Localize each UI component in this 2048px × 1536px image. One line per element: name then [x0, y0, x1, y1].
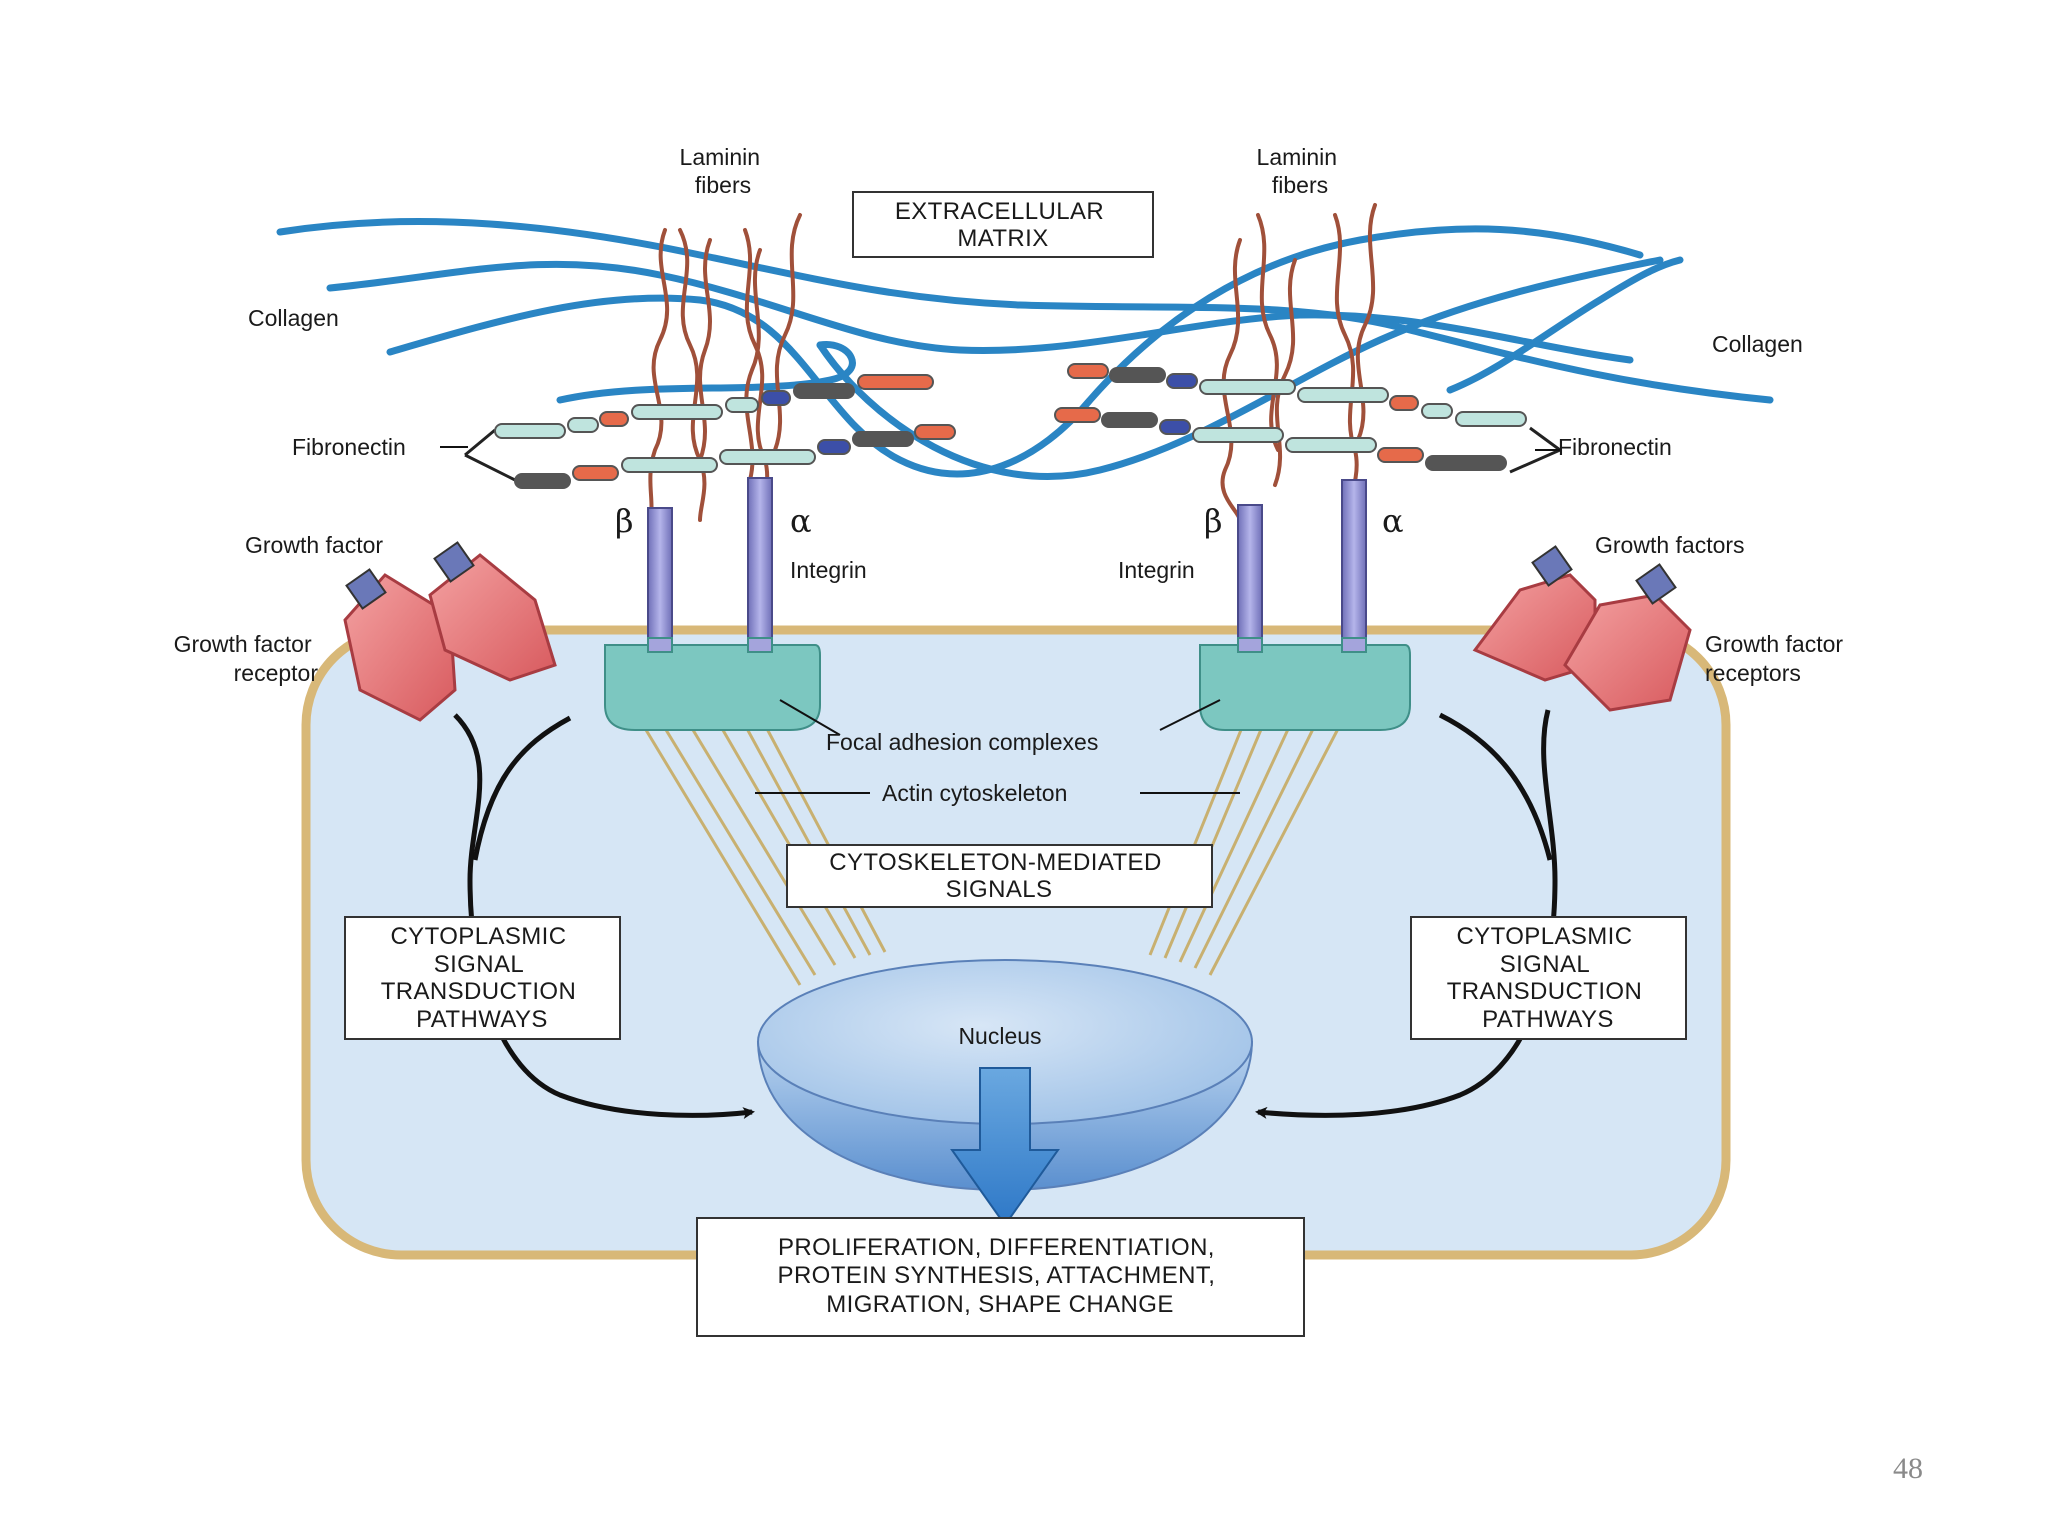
fibronectin-label-left: Fibronectin [292, 434, 406, 460]
collagen-label-right: Collagen [1712, 331, 1803, 357]
fibronectin-label-right: Fibronectin [1558, 434, 1672, 460]
alpha-label-right: α [1382, 502, 1404, 540]
growth-factor-left [345, 541, 475, 610]
cytoskeleton-signals-label: CYTOSKELETON-MEDIATED SIGNALS [829, 849, 1169, 903]
collagen-fibers [276, 218, 1774, 480]
laminin-label-right: Laminin fibers [1257, 144, 1344, 198]
growth-factor-receptor-right [1472, 573, 1692, 712]
focal-adhesion-left [604, 644, 821, 731]
actin-label: Actin cytoskeleton [882, 780, 1067, 806]
focal-adhesion-label: Focal adhesion complexes [826, 729, 1098, 755]
beta-label-left: β [615, 502, 634, 540]
page-number: 48 [1893, 1452, 1923, 1485]
receptor-label-left: Growth factor receptor [174, 631, 319, 686]
actin-cytoskeleton [638, 719, 1342, 986]
ecm-box [852, 191, 1154, 258]
integrin-label-left: Integrin [790, 557, 867, 583]
integrin-label-right: Integrin [1118, 557, 1195, 583]
fibronectin-left [464, 374, 956, 489]
beta-label-right: β [1204, 502, 1223, 540]
growth-factor-label-left: Growth factor [245, 532, 383, 558]
fibronectin-right [1054, 363, 1561, 474]
collagen-label-left: Collagen [248, 305, 339, 331]
growth-factors-label-right: Growth factors [1595, 532, 1745, 558]
ecm-label: EXTRACELLULAR MATRIX [895, 198, 1111, 252]
cytoplasmic-box-right [1410, 916, 1687, 1040]
nucleus-output-arrow [950, 1067, 1060, 1227]
focal-adhesion-right [1199, 644, 1411, 731]
outcome-label: PROLIFERATION, DIFFERENTIATION, PROTEIN … [778, 1234, 1223, 1318]
alpha-label-left: α [790, 502, 812, 540]
cytoplasmic-label-left: CYTOPLASMIC SIGNAL TRANSDUCTION PATHWAYS [381, 923, 584, 1033]
cytoskeleton-signals-box [786, 844, 1213, 908]
integrin-left [647, 477, 773, 657]
outcome-box [696, 1217, 1305, 1337]
receptors-label-right: Growth factor receptors [1705, 631, 1849, 686]
growth-factor-right [1531, 545, 1677, 605]
growth-factor-receptor-left [343, 553, 557, 722]
leader-lines [440, 446, 1560, 794]
laminin-label-left: Laminin fibers [680, 144, 767, 198]
cytoplasmic-box-left [344, 916, 621, 1040]
cytoplasmic-label-right: CYTOPLASMIC SIGNAL TRANSDUCTION PATHWAYS [1447, 923, 1650, 1033]
nucleus-label: Nucleus [958, 1023, 1041, 1049]
